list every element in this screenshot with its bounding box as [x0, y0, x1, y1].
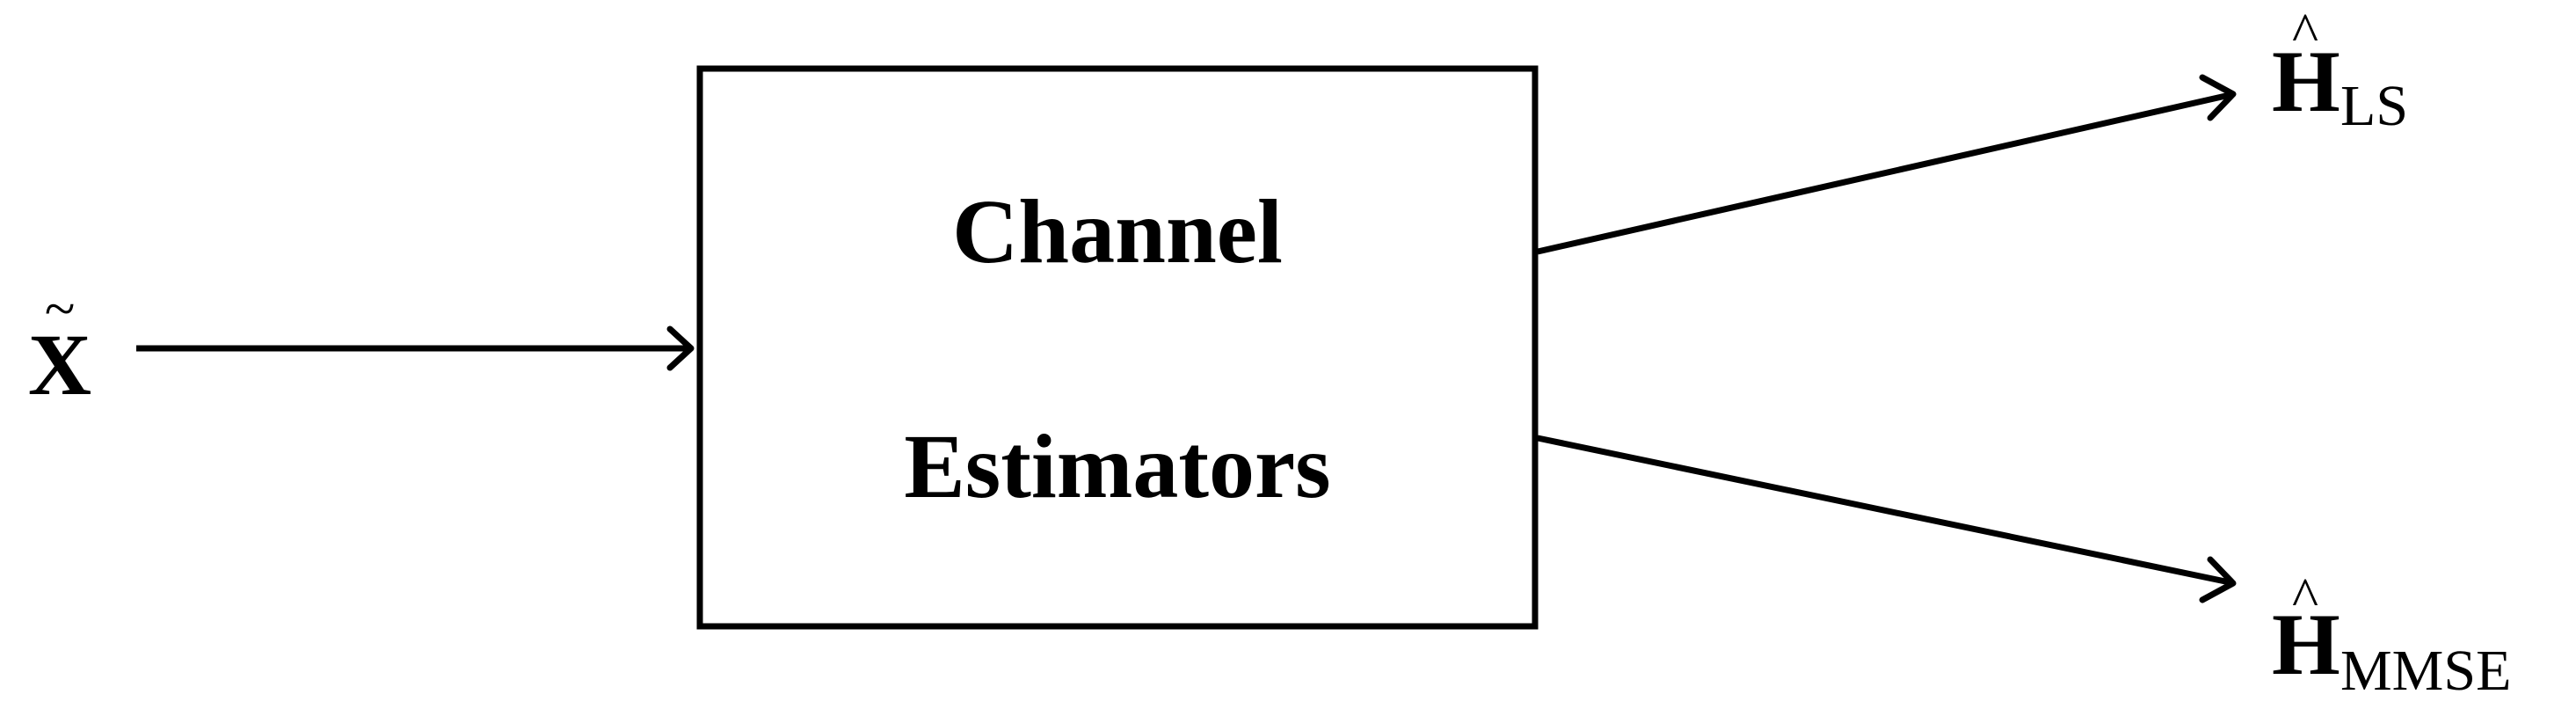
input-symbol: ~ X	[28, 277, 91, 413]
output-arrow-ls	[1537, 74, 2237, 255]
block-label-line1: Channel	[952, 181, 1283, 282]
input-symbol-x: X	[28, 316, 91, 413]
output-symbol-mmse: ^ H MMSE	[2272, 566, 2511, 703]
channel-estimators-block: Channel Estimators	[696, 65, 1539, 630]
output-ls-subscript: LS	[2340, 74, 2408, 138]
output-mmse-symbol-h: H	[2272, 596, 2340, 693]
output-mmse-subscript: MMSE	[2340, 639, 2511, 703]
output-arrow-mmse-head	[2199, 556, 2237, 603]
input-arrow-head	[666, 325, 695, 371]
input-tilde-accent: ~	[45, 277, 76, 340]
output-mmse-hat-accent: ^	[2292, 566, 2318, 628]
output-arrow-mmse	[1537, 435, 2237, 603]
block-label-line2: Estimators	[904, 416, 1330, 517]
output-arrow-ls-line	[1537, 91, 2230, 255]
output-arrow-mmse-line	[1537, 435, 2230, 586]
output-arrow-ls-head	[2199, 74, 2237, 121]
output-ls-hat-accent: ^	[2292, 1, 2318, 63]
input-arrow	[136, 325, 695, 371]
output-ls-symbol-h: H	[2272, 33, 2340, 130]
output-symbol-ls: ^ H LS	[2272, 1, 2408, 138]
block-frame	[696, 65, 1539, 630]
